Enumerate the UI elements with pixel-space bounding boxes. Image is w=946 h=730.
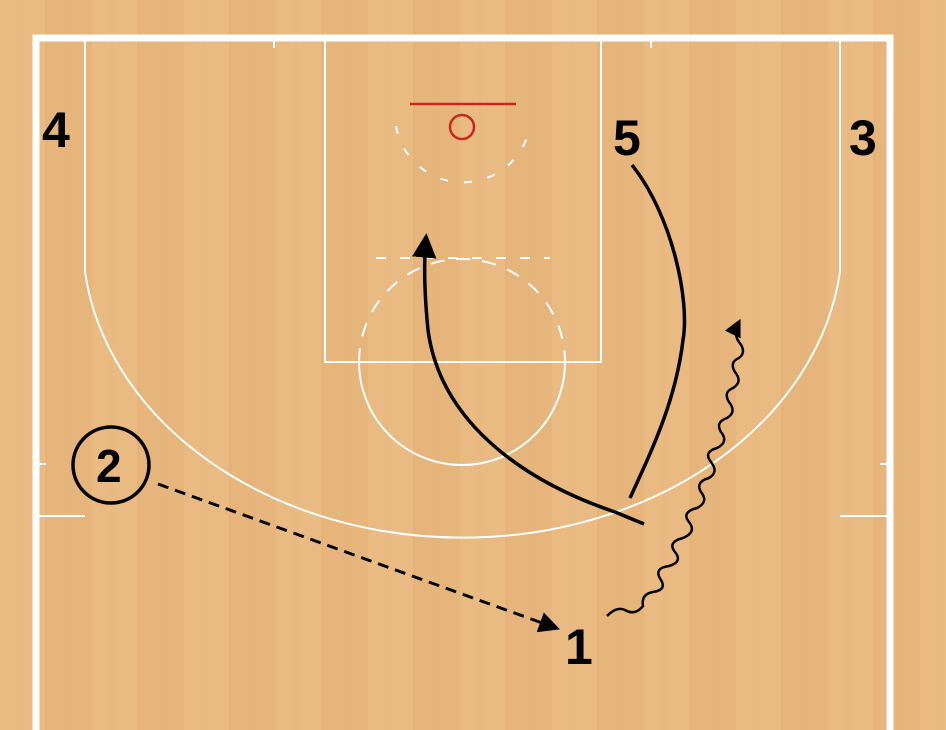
player-2-label: 2	[96, 440, 122, 492]
play-lines	[157, 163, 745, 633]
court-boundary	[32, 34, 894, 730]
player-3-label: 3	[849, 110, 877, 166]
player-5-cut-path	[628, 163, 687, 499]
player-4-label: 4	[42, 102, 70, 158]
dribble-path	[606, 318, 745, 617]
pass-path	[157, 482, 560, 633]
rim	[448, 113, 476, 141]
court-lines	[32, 34, 894, 730]
three-point-line	[84, 40, 841, 539]
player-1-label: 1	[565, 619, 593, 675]
free-throw-circle-solid	[358, 361, 566, 466]
restricted-area-arc	[395, 125, 531, 184]
screen-bar	[614, 510, 645, 526]
player-2-marker: 2	[71, 425, 151, 505]
player-5-label: 5	[613, 110, 641, 166]
paint-lane	[324, 39, 602, 363]
free-throw-circle-dashed	[358, 258, 566, 363]
player-2-circle	[71, 425, 151, 505]
cut-to-basket-path	[412, 233, 616, 514]
